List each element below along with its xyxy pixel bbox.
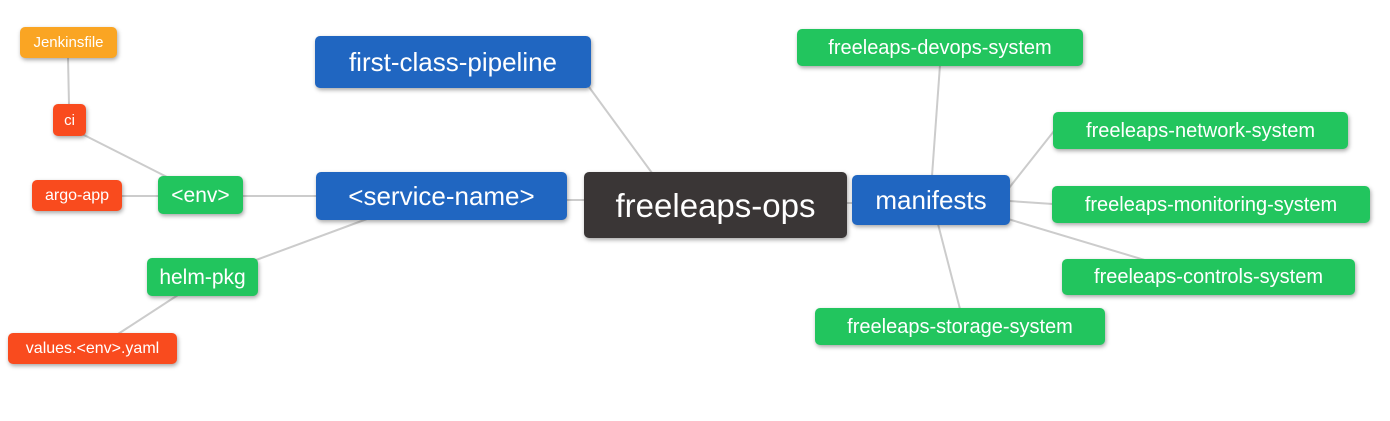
node-label-values-env-yaml: values.<env>.yaml [25, 339, 160, 357]
edge-service-name-to-helm-pkg [255, 218, 368, 261]
node-label-manifests: manifests [875, 185, 987, 215]
node-label-storage-system: freeleaps-storage-system [847, 315, 1073, 338]
node-label-jenkinsfile: Jenkinsfile [33, 34, 104, 51]
mindmap-node-controls-system[interactable]: freeleaps-controls-system [1062, 259, 1355, 295]
edge-helm-pkg-to-values-env-yaml [117, 294, 179, 335]
mindmap-node-freeleaps-ops[interactable]: freeleaps-ops [584, 172, 847, 238]
mindmap-node-argo-app[interactable]: argo-app [32, 180, 122, 211]
node-label-argo-app: argo-app [44, 186, 110, 204]
edge-manifests-to-network-system [1008, 130, 1055, 189]
mindmap-node-manifests[interactable]: manifests [852, 175, 1010, 225]
node-label-freeleaps-ops: freeleaps-ops [615, 186, 816, 224]
mindmap-node-monitoring-system[interactable]: freeleaps-monitoring-system [1052, 186, 1370, 223]
node-label-helm-pkg: helm-pkg [159, 265, 246, 289]
mindmap-node-env[interactable]: <env> [158, 176, 243, 214]
edge-manifests-to-storage-system [937, 223, 961, 310]
mindmap-node-values-env-yaml[interactable]: values.<env>.yaml [8, 333, 177, 364]
node-label-controls-system: freeleaps-controls-system [1094, 266, 1323, 288]
node-label-ci: ci [64, 111, 75, 129]
edge-ci-to-env [79, 132, 168, 178]
mindmap-node-jenkinsfile[interactable]: Jenkinsfile [20, 27, 117, 58]
node-label-devops-system: freeleaps-devops-system [828, 36, 1052, 59]
mindmap-node-first-class-pipeline[interactable]: first-class-pipeline [315, 36, 591, 88]
node-label-monitoring-system: freeleaps-monitoring-system [1084, 193, 1338, 216]
node-label-network-system: freeleaps-network-system [1086, 119, 1315, 142]
edge-manifests-to-controls-system [1007, 218, 1149, 262]
edge-manifests-to-monitoring-system [1008, 200, 1054, 205]
mindmap-node-service-name[interactable]: <service-name> [316, 172, 567, 220]
node-label-env: <env> [171, 183, 230, 207]
edge-jenkinsfile-to-ci [67, 56, 70, 106]
edge-first-class-pipeline-to-freeleaps-ops [588, 86, 653, 174]
mindmap-node-network-system[interactable]: freeleaps-network-system [1053, 112, 1348, 149]
mindmap-node-devops-system[interactable]: freeleaps-devops-system [797, 29, 1083, 66]
node-label-first-class-pipeline: first-class-pipeline [348, 47, 558, 77]
mindmap-node-ci[interactable]: ci [53, 104, 86, 136]
edge-manifests-to-devops-system [931, 64, 941, 177]
mindmap-node-storage-system[interactable]: freeleaps-storage-system [815, 308, 1105, 345]
mindmap-node-helm-pkg[interactable]: helm-pkg [147, 258, 258, 296]
node-label-service-name: <service-name> [348, 181, 535, 211]
